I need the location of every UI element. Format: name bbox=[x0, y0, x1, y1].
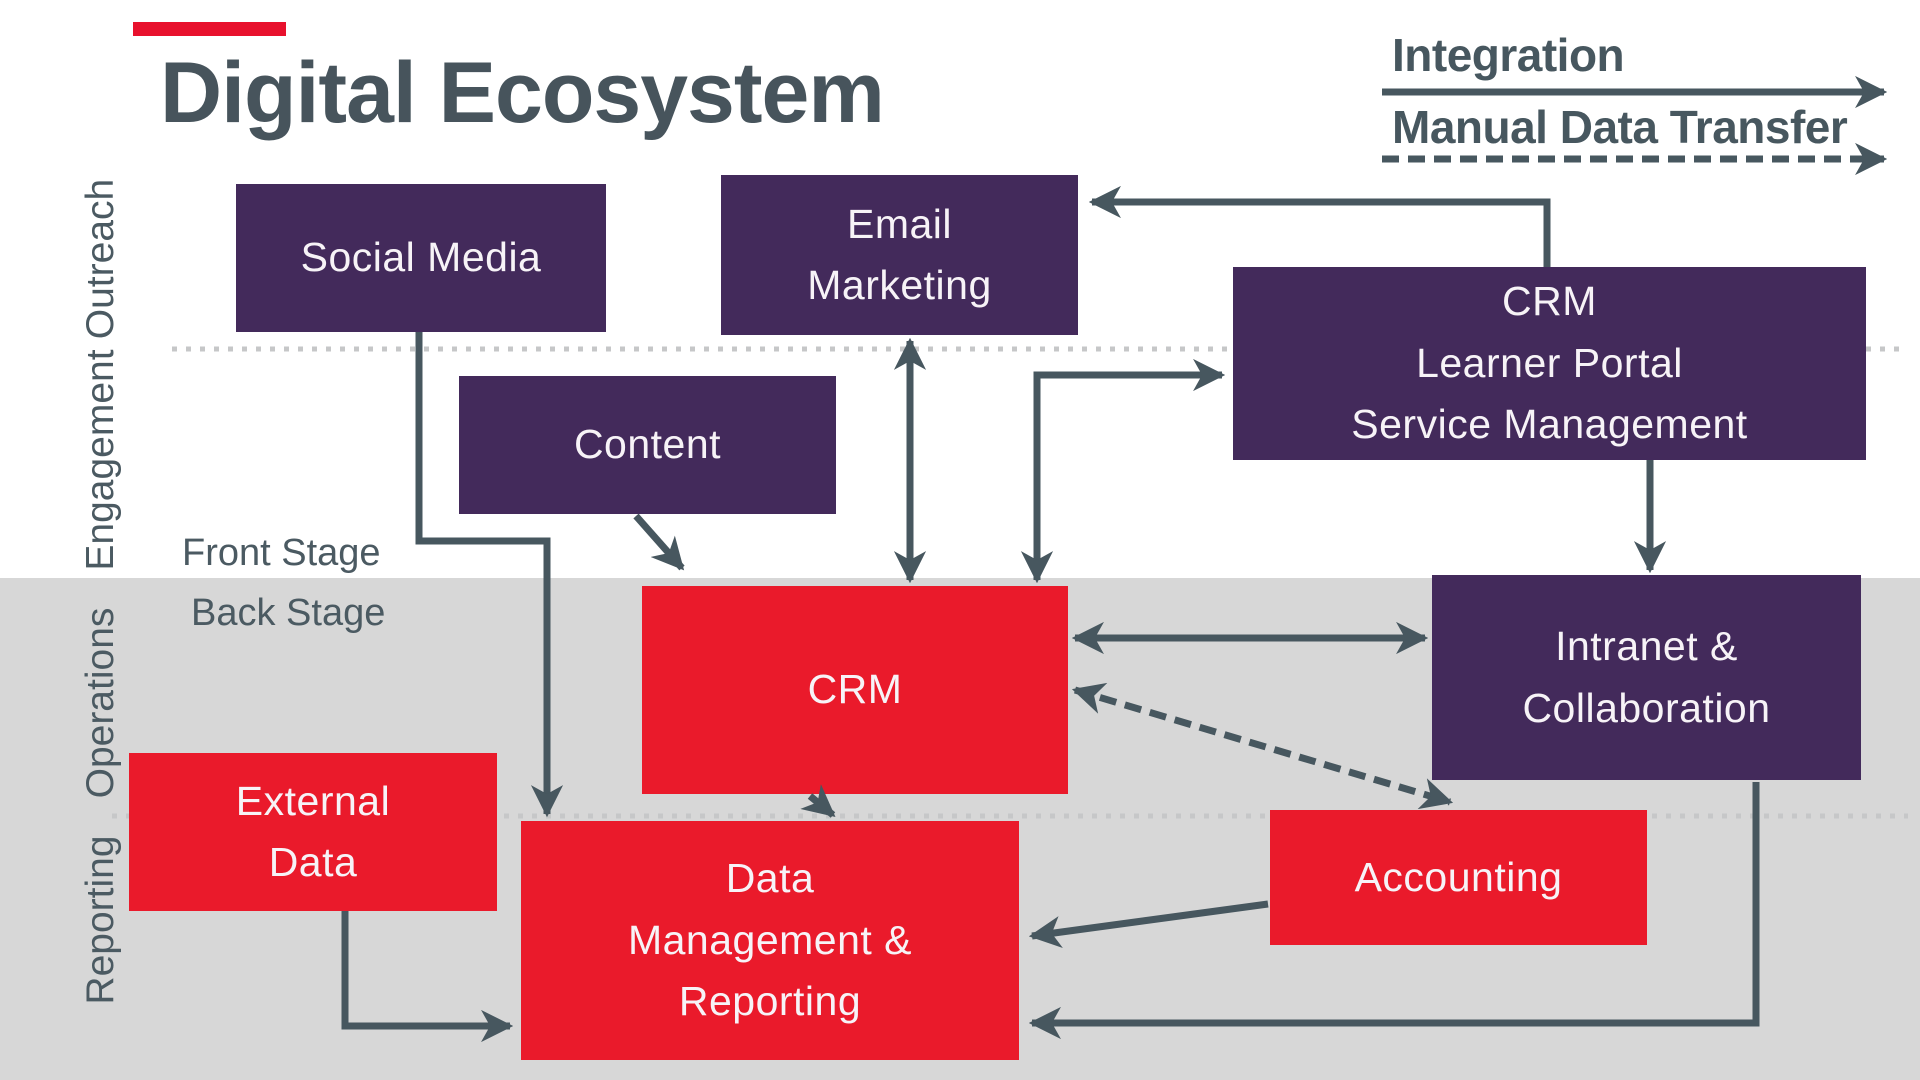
arrow-external-data-to-data-management bbox=[341, 911, 514, 1043]
node-content: Content bbox=[459, 376, 836, 514]
arrow-crm-suite-to-email-marketing bbox=[1088, 185, 1551, 267]
legend-manual-transfer-label: Manual Data Transfer bbox=[1392, 101, 1848, 153]
node-crm: CRM bbox=[642, 586, 1068, 794]
node-accounting: Accounting bbox=[1270, 810, 1647, 945]
node-social-media: Social Media bbox=[236, 184, 606, 332]
legend-integration-label: Integration bbox=[1392, 29, 1625, 81]
arrow-crm-to-data-management bbox=[800, 784, 836, 818]
arrow-social-media-to-data-management bbox=[415, 332, 564, 818]
arrow-intranet-to-data-management bbox=[1028, 782, 1760, 1040]
title-accent-bar bbox=[133, 22, 286, 36]
node-data-management-reporting: Data Management & Reporting bbox=[521, 821, 1019, 1060]
page-title: Digital Ecosystem bbox=[160, 45, 885, 141]
front-stage-label: Front Stage bbox=[182, 532, 381, 574]
node-crm-learner-portal-service-management: CRM Learner Portal Service Management bbox=[1233, 267, 1866, 460]
arrow-content-to-crm bbox=[633, 513, 685, 571]
node-external-data: External Data bbox=[129, 753, 497, 911]
arrow-crm-to-accounting-manual bbox=[1071, 682, 1454, 810]
arrow-accounting-to-data-management bbox=[1028, 900, 1269, 949]
lane-label-reporting: Reporting bbox=[79, 835, 122, 1005]
arrow-crm-to-crm-suite bbox=[1020, 358, 1226, 584]
back-stage-label: Back Stage bbox=[191, 592, 386, 634]
node-intranet-collaboration: Intranet & Collaboration bbox=[1432, 575, 1861, 780]
node-email-marketing: Email Marketing bbox=[721, 175, 1078, 335]
